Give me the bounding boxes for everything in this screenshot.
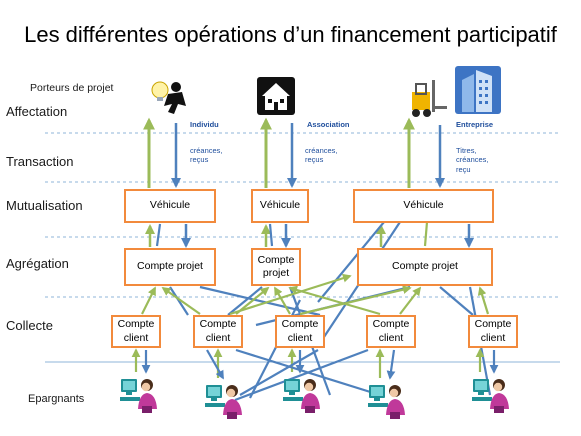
blue-connector — [227, 286, 263, 316]
project-name-association: Association — [307, 120, 350, 129]
compte-projet-box-individu: Compte projet — [124, 248, 216, 286]
green-flow-arrow — [299, 285, 412, 316]
house-icon — [257, 77, 295, 115]
forklift-icon — [412, 80, 447, 117]
saver-computer-icon — [283, 379, 320, 413]
blue-connector — [199, 285, 321, 317]
compte-client-box-3: Compte client — [275, 315, 325, 348]
blue-connector — [317, 221, 385, 303]
blue-connector — [239, 349, 319, 396]
stage-agregation: Agrégation — [6, 256, 69, 271]
porteurs-label: Porteurs de projet — [30, 82, 114, 94]
epargnants-label: Epargnants — [28, 393, 85, 405]
green-connector — [423, 221, 429, 247]
vehicule-box-association: Véhicule — [251, 189, 309, 223]
flow-note-entreprise: Titres, créances, reçu — [456, 146, 489, 174]
green-flow-arrow — [141, 286, 156, 315]
project-name-individu: Individu — [190, 120, 219, 129]
project-name-entreprise: Entreprise — [456, 120, 494, 129]
compte-client-box-5: Compte client — [468, 315, 518, 348]
compte-client-box-2: Compte client — [193, 315, 243, 348]
blue-flow-arrow — [206, 349, 224, 380]
diagram-title: Les différentes opérations d’un financem… — [24, 22, 557, 47]
green-flow-arrow — [477, 286, 490, 315]
flow-note-association: créances, reçus — [305, 146, 338, 165]
stage-mutualisation: Mutualisation — [6, 198, 83, 213]
blue-connector — [169, 286, 189, 316]
green-flow-arrow — [288, 285, 381, 316]
saver-computer-icon — [368, 385, 405, 419]
green-flow-arrow — [235, 286, 270, 315]
stage-collecte: Collecte — [6, 318, 53, 333]
stage-transaction: Transaction — [6, 154, 74, 169]
compte-projet-box-association: Compte projet — [251, 248, 301, 286]
compte-projet-box-entreprise: Compte projet — [357, 248, 493, 286]
blue-connector — [439, 286, 474, 316]
compte-client-box-4: Compte client — [366, 315, 416, 348]
flow-note-individu: créances, reçus — [190, 146, 223, 165]
saver-computer-icon — [120, 379, 157, 413]
vehicule-box-individu: Véhicule — [124, 189, 216, 223]
blue-connector — [155, 223, 162, 247]
saver-computer-icon — [205, 385, 242, 419]
person-icon — [151, 81, 186, 114]
green-flow-arrow — [161, 286, 201, 315]
green-flow-arrow — [229, 273, 352, 316]
vehicule-box-entreprise: Véhicule — [353, 189, 494, 223]
stage-affectation: Affectation — [6, 104, 68, 119]
blue-connector — [268, 223, 274, 247]
blue-flow-arrow — [386, 349, 396, 380]
compte-client-box-1: Compte client — [111, 315, 161, 348]
green-flow-arrow — [399, 286, 422, 315]
blue-connector — [234, 348, 369, 402]
saver-computer-icon — [472, 379, 509, 413]
green-flow-arrow — [274, 286, 291, 315]
office-building-icon — [455, 66, 501, 114]
